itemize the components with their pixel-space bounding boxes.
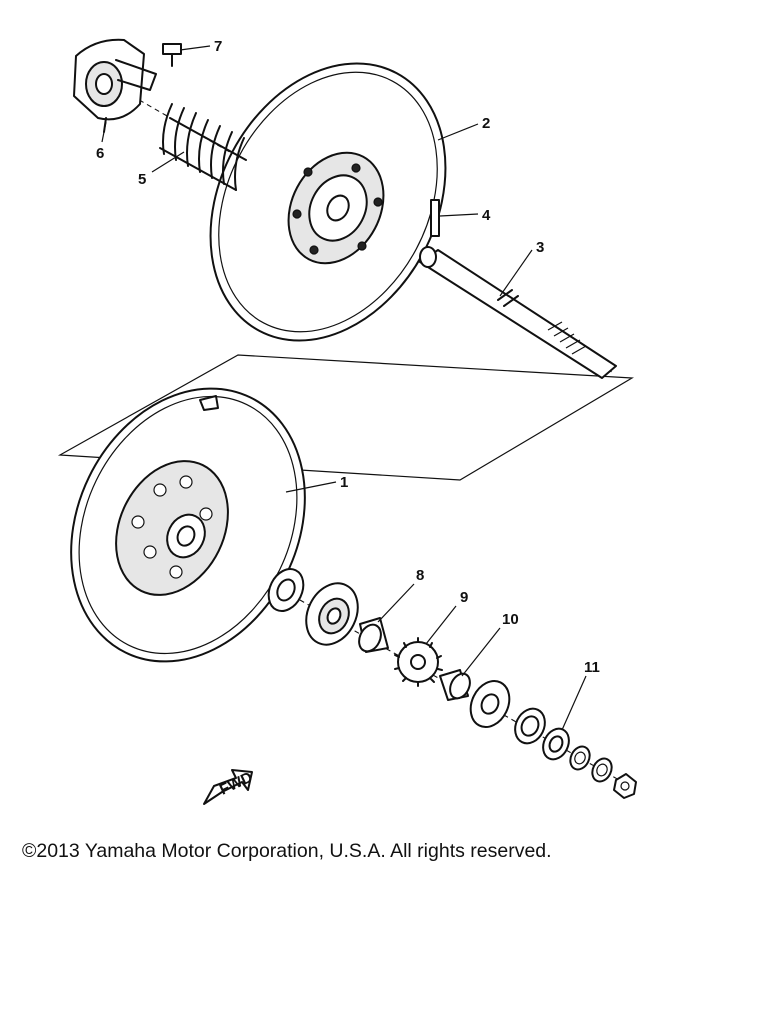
- leader-10: [461, 627, 501, 677]
- callout-2: 2: [482, 115, 490, 132]
- seal-ring: [514, 707, 546, 745]
- reference-outline: [57, 354, 634, 481]
- callout-7: 7: [214, 38, 222, 55]
- leader-8: [377, 583, 415, 623]
- callout-5: 5: [138, 171, 146, 188]
- callout-1: 1: [340, 474, 348, 491]
- bearing-left: [267, 568, 305, 612]
- callout-4: 4: [482, 207, 491, 224]
- callout-11: 11: [584, 659, 600, 676]
- leader-5: [151, 151, 185, 173]
- washer-1: [569, 745, 591, 771]
- callout-6: 6: [96, 145, 104, 162]
- part-6-spider-housing: [73, 38, 157, 133]
- leader-1: [285, 481, 337, 493]
- part-2-primary-sheave: [209, 62, 447, 342]
- exploded-parts-diagram: FWD 1 2 3 4 5 6 7 8 9 10 11: [57, 38, 637, 805]
- callout-10: 10: [502, 611, 519, 628]
- leader-9: [425, 605, 457, 645]
- nut: [613, 773, 637, 799]
- leader-4: [439, 213, 479, 217]
- part-7-pin: [162, 43, 182, 67]
- callout-9: 9: [460, 589, 468, 606]
- leader-11: [561, 675, 587, 731]
- part-1-secondary-sheave: [70, 387, 306, 663]
- leader-2: [437, 123, 479, 141]
- callout-8: 8: [416, 567, 424, 584]
- callout-3: 3: [536, 239, 544, 256]
- part-10-collar: [439, 669, 471, 701]
- leader-6: [101, 121, 107, 143]
- washer-2: [591, 757, 613, 783]
- copyright-notice: ©2013 Yamaha Motor Corporation, U.S.A. A…: [22, 840, 552, 862]
- part-3-shaft: [419, 246, 617, 379]
- part-11-spacer: [542, 727, 570, 761]
- part-9-sprocket: [394, 637, 443, 687]
- part-8-collar: [358, 617, 389, 653]
- part-4-key: [430, 199, 440, 237]
- leader-7: [179, 45, 211, 51]
- bearing-mid: [469, 680, 511, 728]
- fwd-arrow: FWD: [203, 769, 255, 805]
- part-5-spring: [159, 103, 247, 191]
- bearing-large: [305, 582, 359, 646]
- leader-3: [499, 249, 533, 297]
